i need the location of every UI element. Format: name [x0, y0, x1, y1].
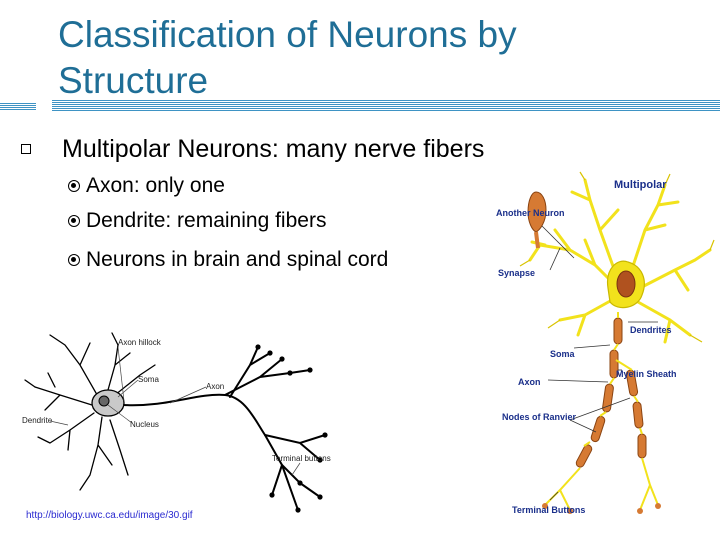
label-soma: Soma — [138, 375, 159, 384]
title-rule-left — [0, 103, 36, 111]
label-axon: Axon — [206, 382, 224, 391]
square-bullet-icon — [21, 144, 31, 154]
title-rule-right — [52, 100, 720, 112]
bullet-main-text: Multipolar Neurons: many nerve fibers — [62, 135, 485, 163]
label-synapse: Synapse — [498, 268, 535, 278]
label-terminal-buttons: Terminal buttons — [272, 454, 331, 463]
sub-bullet-axon: Axon: only one — [68, 174, 225, 198]
left-neuron-figure: Axon hillock Soma Axon Dendrite Nucleus … — [22, 332, 331, 521]
label-soma-right: Soma — [550, 349, 576, 359]
label-axon-hillock: Axon hillock — [118, 338, 162, 347]
right-nucleus-shape — [616, 270, 636, 298]
label-dendrite: Dendrite — [22, 416, 53, 425]
image-source-url: http://biology.uwc.ca.edu/image/30.gif — [26, 510, 193, 521]
sub-bullet-text: Axon: only one — [86, 174, 225, 197]
label-another-neuron: Another Neuron — [496, 208, 565, 218]
left-axon-path — [123, 393, 266, 436]
label-nucleus: Nucleus — [130, 420, 159, 429]
circle-bullet-icon — [68, 254, 80, 266]
circle-bullet-icon — [68, 180, 80, 192]
circle-bullet-icon — [68, 215, 80, 227]
right-neuron-figure: Multipolar Another Neuron Synapse Dendri… — [496, 171, 715, 515]
slide-title: Classification of Neurons by Structure — [58, 14, 517, 101]
label-dendrites: Dendrites — [630, 325, 672, 335]
label-multipolar: Multipolar — [614, 179, 667, 191]
sub-bullet-location: Neurons in brain and spinal cord — [68, 248, 388, 272]
label-nodes-of-ranvier: Nodes of Ranvier — [502, 412, 577, 422]
left-nucleus-shape — [98, 395, 110, 407]
sub-bullet-text: Dendrite: remaining fibers — [86, 209, 327, 232]
label-terminal-buttons-right: Terminal Buttons — [512, 505, 585, 515]
label-myelin-sheath: Myelin Sheath — [616, 369, 677, 379]
label-axon-right: Axon — [518, 377, 541, 387]
sub-bullet-dendrite: Dendrite: remaining fibers — [68, 209, 326, 233]
sub-bullet-text: Neurons in brain and spinal cord — [86, 248, 389, 271]
